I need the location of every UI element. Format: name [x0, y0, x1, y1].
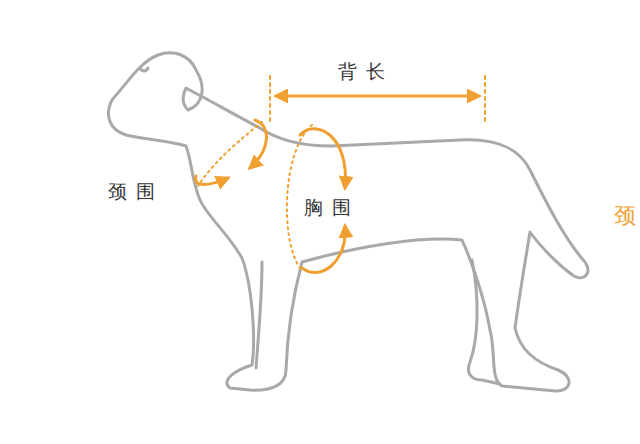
measure-label: 颈围	[108, 182, 163, 201]
measure-label: 背长	[338, 62, 393, 81]
edge-label: 颈	[614, 205, 636, 227]
measure-label: 胸围	[304, 198, 359, 217]
